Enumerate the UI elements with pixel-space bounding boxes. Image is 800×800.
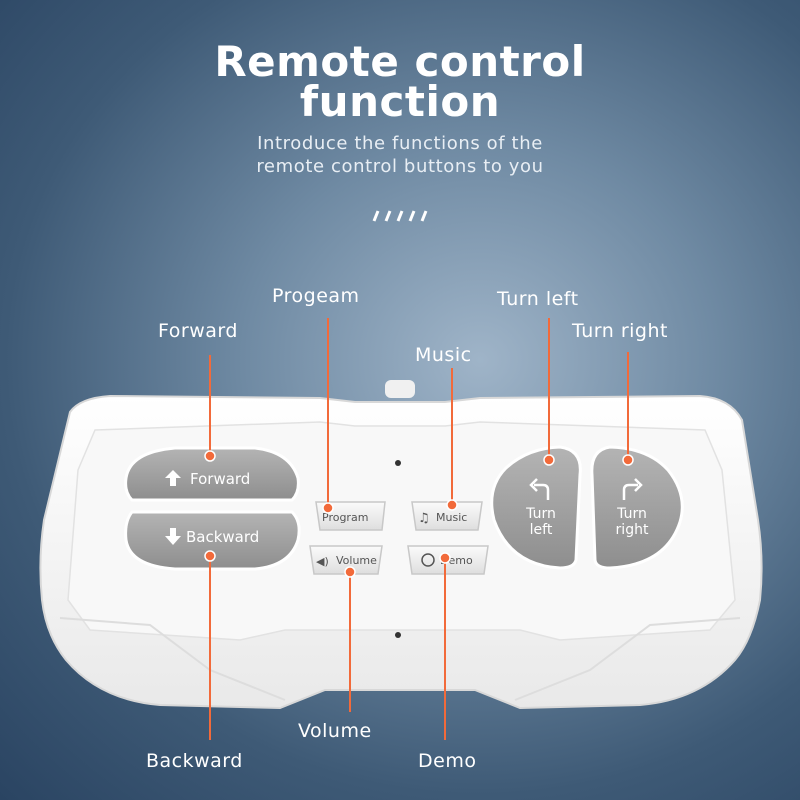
volume-button[interactable]: ◀) Volume — [309, 545, 383, 575]
demo-icon — [421, 553, 435, 567]
subtitle-line2: remote control buttons to you — [256, 156, 544, 177]
turn-right-label-line1: Turn — [616, 506, 647, 522]
down-arrow-icon — [165, 528, 181, 545]
callout-music: Music — [415, 344, 472, 366]
volume-button-label: Volume — [336, 554, 377, 567]
music-note-icon: ♫ — [418, 511, 430, 526]
turn-right-button[interactable]: Turn right — [590, 445, 684, 570]
callout-turn-right: Turn right — [572, 320, 668, 342]
antenna-nub — [385, 380, 415, 398]
subtitle-line1: Introduce the functions of the — [257, 133, 543, 154]
callout-lines — [209, 318, 629, 740]
music-button-label: Music — [436, 511, 467, 524]
slash-divider-icon — [372, 210, 428, 222]
turn-left-label-line1: Turn — [525, 506, 556, 522]
music-button[interactable]: ♫ Music — [411, 501, 483, 531]
indicator-hole — [395, 632, 401, 638]
up-arrow-icon — [165, 470, 181, 486]
backward-button-label: Backward — [186, 528, 259, 546]
callout-backward: Backward — [146, 750, 243, 772]
speaker-icon: ◀) — [316, 555, 329, 568]
turn-left-button[interactable]: Turn left — [490, 445, 582, 570]
callout-turn-left: Turn left — [497, 288, 579, 310]
program-button-label: Program — [322, 511, 368, 524]
turn-right-label-line2: right — [616, 522, 649, 538]
callout-forward: Forward — [158, 320, 238, 342]
turn-left-label-line2: left — [530, 522, 553, 538]
forward-button[interactable]: Forward — [124, 446, 300, 502]
callout-dots — [204, 450, 634, 578]
callout-volume: Volume — [298, 720, 372, 742]
turn-right-arrow-icon — [622, 478, 643, 500]
forward-button-label: Forward — [190, 470, 250, 488]
turn-left-arrow-icon — [529, 478, 550, 500]
page-title-line1: Remote control — [214, 37, 586, 86]
callout-demo: Demo — [418, 750, 477, 772]
callout-program: Progeam — [272, 285, 360, 307]
backward-button[interactable]: Backward — [124, 510, 301, 571]
page-title-line2: function — [299, 77, 501, 126]
indicator-hole — [395, 460, 401, 466]
